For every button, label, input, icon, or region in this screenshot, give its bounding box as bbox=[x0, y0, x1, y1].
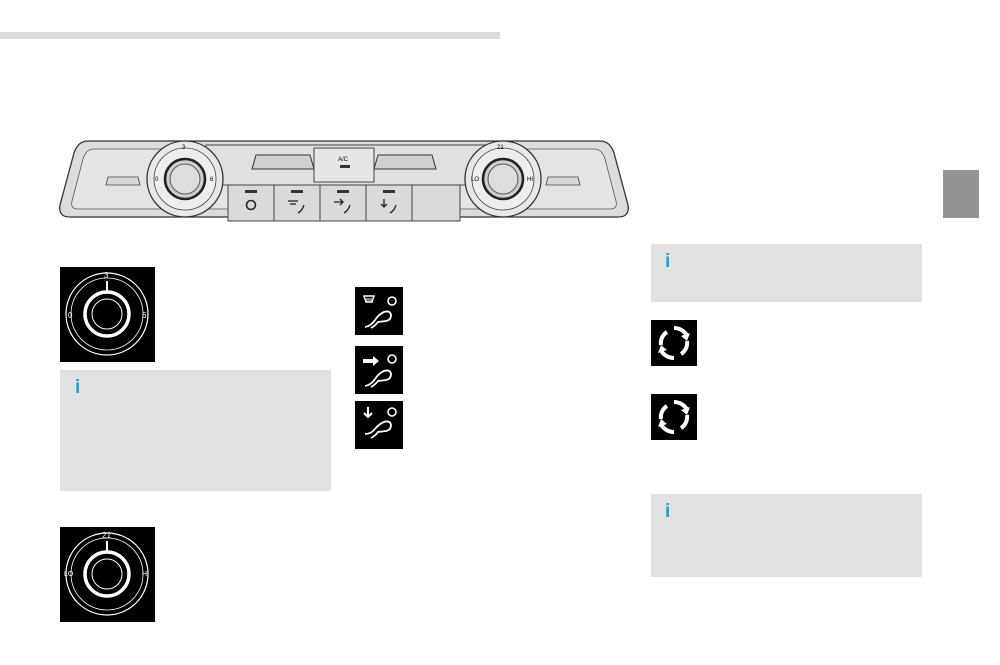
info-icon: i bbox=[665, 251, 671, 272]
left-knob-top-label: 3 bbox=[182, 145, 186, 151]
temp-scale-left: LO bbox=[64, 571, 74, 578]
left-knob-left-label: 0 bbox=[155, 177, 159, 183]
temp-scale-top: 21 bbox=[102, 531, 111, 540]
info-box-fan: i bbox=[60, 370, 331, 491]
air-intake-icon bbox=[651, 394, 697, 440]
info-icon: i bbox=[665, 501, 671, 522]
ac-button-label: A/C bbox=[338, 157, 349, 163]
right-knob-right-label: HI bbox=[527, 177, 533, 183]
right-knob-top-label: 21 bbox=[497, 145, 504, 151]
climate-control-panel: 3 0 6 A/C 21 LO HI bbox=[58, 135, 630, 225]
face-vents-icon bbox=[355, 346, 403, 394]
top-rule bbox=[0, 32, 500, 39]
fan-scale-right: 6 bbox=[142, 311, 147, 320]
fan-scale-top: 3 bbox=[104, 271, 109, 280]
fan-speed-knob-image: 3 0 6 bbox=[60, 267, 155, 362]
fan-scale-left: 0 bbox=[68, 311, 73, 320]
footwell-vents-icon bbox=[355, 401, 403, 449]
temperature-knob-image: 21 LO HI bbox=[60, 527, 155, 622]
windscreen-and-side-demist-icon bbox=[355, 287, 403, 335]
info-box-distribution: i bbox=[651, 244, 922, 302]
temp-scale-right: HI bbox=[142, 571, 149, 578]
chapter-tab bbox=[943, 170, 979, 218]
info-box-recirculation: i bbox=[651, 494, 922, 577]
info-icon: i bbox=[75, 377, 81, 398]
right-knob-left-label: LO bbox=[471, 177, 480, 183]
recirculation-icon bbox=[651, 320, 697, 366]
left-knob-right-label: 6 bbox=[210, 177, 214, 183]
